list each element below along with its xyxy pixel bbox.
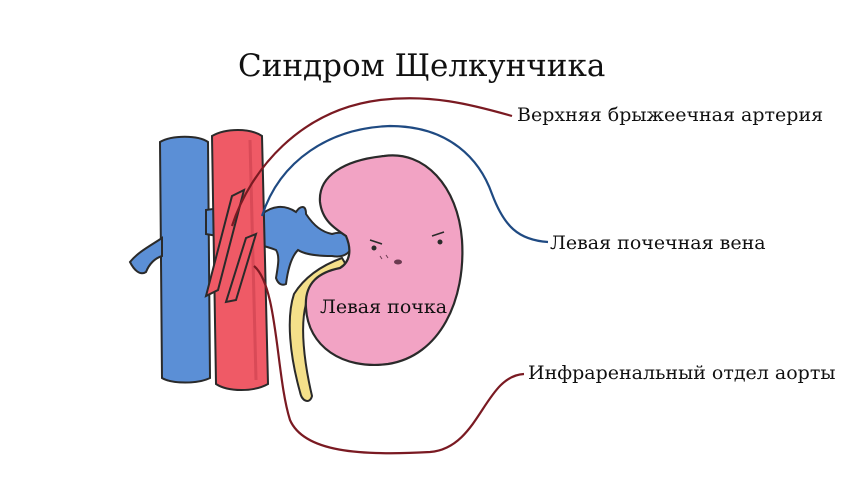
- left-kidney: [304, 154, 464, 366]
- kidney-eye-right: [437, 239, 443, 245]
- kidney-mouth: [394, 259, 402, 265]
- label-infrarenal-aorta: Инфраренальный отдел аорты: [528, 362, 836, 384]
- label-superior-mesenteric-artery: Верхняя брыжеечная артерия: [517, 104, 824, 126]
- leader-line-infrarenal-aorta: [253, 265, 525, 455]
- page-title: Синдром Щелкунчика: [238, 48, 606, 84]
- label-left-renal-vein: Левая почечная вена: [550, 232, 766, 254]
- leader-line-left-renal-vein: [260, 124, 549, 244]
- label-left-kidney: Левая почка: [320, 296, 448, 318]
- leader-line-sma: [230, 97, 513, 227]
- kidney-brow-left: [369, 239, 383, 245]
- kidney-eye-left: [371, 245, 377, 251]
- kidney-brow-right: [431, 231, 445, 237]
- inferior-vena-cava: [128, 135, 212, 384]
- kidney-cheek-left: [379, 254, 389, 260]
